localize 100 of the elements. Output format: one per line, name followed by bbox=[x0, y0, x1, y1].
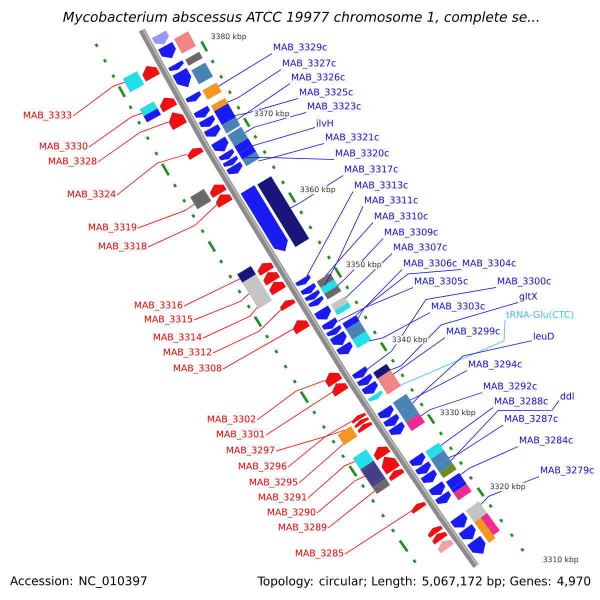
leader-line bbox=[420, 392, 482, 416]
leader-line bbox=[392, 337, 446, 375]
leader-line bbox=[366, 287, 496, 370]
gene-bar bbox=[336, 331, 372, 354]
gene-bar bbox=[172, 62, 213, 88]
leader-line bbox=[266, 392, 333, 436]
gene-bar bbox=[415, 450, 450, 474]
gene-label: MAB_3313c bbox=[354, 181, 408, 191]
gene-label: MAB_3310c bbox=[374, 212, 428, 222]
leader-line bbox=[88, 112, 142, 148]
leader-line bbox=[337, 269, 402, 322]
gene-bar bbox=[204, 117, 240, 137]
gene-bar bbox=[280, 299, 296, 311]
leader-line bbox=[258, 157, 334, 162]
gene-label: MAB_3295 bbox=[250, 478, 298, 488]
gene-bar bbox=[388, 410, 425, 435]
gene-label: MAB_3309c bbox=[384, 228, 438, 238]
gene-bar bbox=[326, 315, 360, 336]
gene-bar bbox=[352, 366, 368, 379]
leader-line bbox=[212, 309, 282, 354]
gene-label: MAB_3324 bbox=[68, 190, 116, 200]
leader-line bbox=[246, 143, 324, 158]
gene-bar bbox=[420, 458, 457, 483]
gene-label: MAB_3302 bbox=[208, 415, 256, 425]
gene-label: MAB_3296 bbox=[238, 462, 286, 472]
leader-line bbox=[345, 253, 392, 298]
leader-line bbox=[244, 112, 306, 134]
gene-bar bbox=[190, 184, 227, 210]
leader-line bbox=[226, 69, 282, 103]
gene-label: MAB_3308 bbox=[174, 364, 222, 374]
gene-bar bbox=[216, 194, 233, 208]
gene-label: MAB_3314 bbox=[154, 333, 202, 343]
leader-line bbox=[298, 444, 344, 484]
gene-label: MAB_3307c bbox=[394, 243, 447, 253]
gene-bar bbox=[337, 417, 370, 439]
gene-label: MAB_3320c bbox=[336, 149, 389, 159]
gene-bar bbox=[304, 279, 338, 302]
gene-label: MAB_3333 bbox=[24, 111, 72, 121]
gene-label: tRNA-Glu(CTC) bbox=[506, 310, 574, 320]
leader-line bbox=[72, 82, 126, 116]
leader-line bbox=[316, 476, 366, 514]
leader-line bbox=[250, 127, 316, 147]
leader-line bbox=[440, 407, 494, 446]
gene-label: MAB_3290 bbox=[268, 508, 316, 518]
gene-bar bbox=[332, 383, 348, 397]
gene-bar bbox=[458, 513, 496, 540]
gene-label: MAB_3304c bbox=[462, 259, 516, 269]
leader-line bbox=[448, 424, 504, 458]
gene-label: MAB_3294c bbox=[468, 360, 522, 370]
gene-label: MAB_3327c bbox=[282, 59, 336, 69]
leader-line bbox=[256, 380, 325, 420]
leader-line bbox=[328, 490, 376, 528]
gene-bar bbox=[295, 274, 311, 286]
leader-line bbox=[390, 302, 518, 370]
leader-line bbox=[98, 122, 169, 162]
gene-bar bbox=[432, 532, 448, 544]
gene-bar bbox=[368, 379, 401, 402]
gene-bar bbox=[226, 152, 260, 174]
gene-bar bbox=[250, 282, 286, 309]
gene-label: MAB_3312 bbox=[164, 348, 212, 358]
gene-bar bbox=[322, 318, 338, 330]
gene-bar bbox=[428, 472, 464, 496]
gene-bar bbox=[194, 98, 228, 118]
leader-line bbox=[308, 461, 356, 498]
footer-text: Topology: circular; Length: 5,067,172 bp; Genes: 4,970 bbox=[258, 576, 590, 588]
gene-bar bbox=[308, 285, 342, 308]
gene-bar bbox=[428, 526, 443, 538]
gene-bar bbox=[371, 468, 404, 494]
leader-line bbox=[202, 306, 258, 338]
leader-line bbox=[138, 204, 195, 228]
gene-bar bbox=[237, 262, 274, 286]
title: Mycobacterium abscessus ATCC 19977 chromosome 1, complete se... bbox=[63, 11, 538, 25]
gene-label: MAB_3300c bbox=[498, 277, 551, 287]
gene-label: MAB_3328 bbox=[48, 157, 96, 167]
gene-label: MAB_3303c bbox=[432, 302, 485, 312]
leader-line bbox=[218, 53, 272, 87]
gene-bar bbox=[122, 66, 160, 92]
gene-label: MAB_3319 bbox=[88, 223, 136, 233]
gene-label: MAB_3306c bbox=[404, 259, 457, 269]
gene-label: MAB_3316 bbox=[134, 301, 182, 311]
gene-bar bbox=[383, 402, 418, 427]
gene-bar bbox=[140, 98, 178, 122]
leader-line bbox=[354, 269, 462, 324]
gene-label: MAB_3318 bbox=[98, 242, 146, 252]
gene-bar bbox=[185, 82, 222, 102]
gene-bar bbox=[168, 112, 188, 130]
gene-bar bbox=[352, 446, 390, 472]
leader-line bbox=[410, 340, 532, 400]
leader-line bbox=[325, 206, 364, 276]
gene-bar bbox=[187, 148, 204, 160]
leader-line bbox=[234, 83, 290, 116]
leader-line bbox=[236, 98, 298, 120]
leader-line bbox=[450, 400, 560, 461]
gene-label: MAB_3330 bbox=[40, 142, 88, 152]
gene-label: MAB_3311c bbox=[364, 196, 418, 206]
gene-bar bbox=[158, 31, 196, 58]
leader-line bbox=[288, 430, 345, 468]
gene-bar bbox=[362, 370, 397, 394]
gene-bar bbox=[292, 320, 310, 334]
gene-label: MAB_3305c bbox=[414, 277, 468, 287]
